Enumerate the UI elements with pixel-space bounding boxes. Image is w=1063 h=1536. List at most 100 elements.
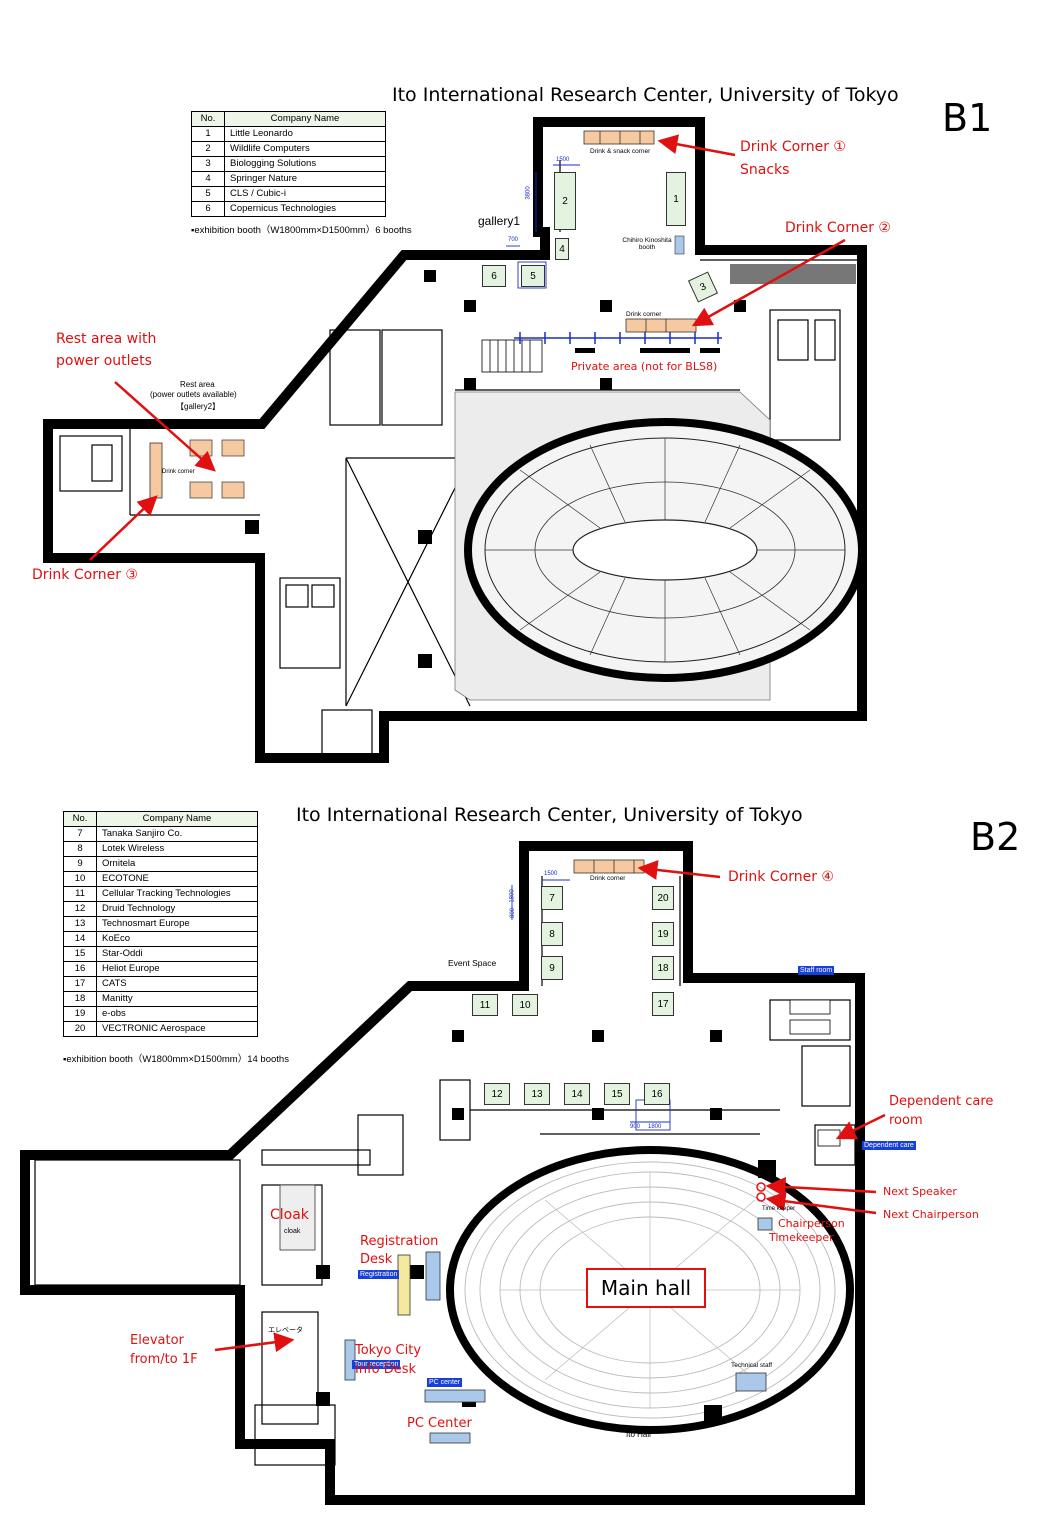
- row-name: Lotek Wireless: [96, 841, 258, 857]
- b2-inner-walls: [34, 876, 856, 1466]
- arrow-next-speaker: [765, 1176, 877, 1197]
- row-name: Heliot Europe: [96, 961, 258, 977]
- b1-private-barrier: [514, 332, 722, 344]
- b2-dim-900: 900: [630, 1124, 641, 1130]
- b2-annot-drink4: Drink Corner ④: [728, 869, 834, 885]
- booth-10: 10: [512, 994, 538, 1016]
- booth-20: 20: [652, 886, 674, 910]
- b2-dim-800: 800: [510, 907, 517, 919]
- booth-16: 16: [644, 1083, 670, 1105]
- booth-14: 14: [564, 1083, 590, 1105]
- row-name: Tanaka Sanjiro Co.: [96, 826, 258, 842]
- b1-title: Ito International Research Center, Unive…: [392, 84, 899, 106]
- b2-pc-center-tag: PC center: [427, 1378, 463, 1387]
- booth-5: 5: [521, 265, 545, 287]
- arrow-next-chair: [765, 1191, 877, 1215]
- b2-cloak-small-label: cloak: [284, 1228, 301, 1235]
- row-no: 5: [191, 186, 225, 202]
- b1-pillars: [245, 270, 746, 668]
- b1-annot-drink3: Drink Corner ③: [32, 567, 138, 583]
- b2-event-space-label: Event Space: [448, 958, 497, 968]
- b1-rest-tables: [189, 439, 245, 499]
- arrow-rest: [114, 381, 216, 472]
- b2-time-keeper-label: Time keeper: [762, 1206, 796, 1212]
- row-no: 6: [191, 201, 225, 217]
- row-name: Manitty: [96, 991, 258, 1007]
- b2-annot-cloak: Cloak: [270, 1207, 309, 1223]
- row-no: 1: [191, 126, 225, 142]
- b1-counters: [149, 130, 697, 499]
- b2-dim-1800: 1800: [509, 889, 516, 903]
- b1-annot-snacks: Snacks: [740, 162, 790, 178]
- b1-annot-rest1: Rest area with: [56, 331, 157, 347]
- arrow-drink2: [691, 238, 846, 327]
- b2-annot-tokyo2: Info Desk: [355, 1362, 417, 1377]
- row-no: 2: [191, 141, 225, 157]
- row-no: 15: [63, 946, 97, 962]
- row-name: Wildlife Computers: [224, 141, 386, 157]
- b1-outline: [43, 117, 867, 763]
- booth-4: 4: [555, 238, 569, 260]
- row-name: CATS: [96, 976, 258, 992]
- row-name: Springer Nature: [224, 171, 386, 187]
- row-no: 19: [63, 1006, 97, 1022]
- arrow-drink3: [89, 495, 158, 561]
- row-name: KoEco: [96, 931, 258, 947]
- row-name: Cellular Tracking Technologies: [96, 886, 258, 902]
- b1-rest-power-label: (power outlets available): [150, 390, 237, 399]
- b2-annot-next-speaker: Next Speaker: [883, 1185, 957, 1198]
- b1-private-tables: [575, 348, 720, 353]
- row-no: 8: [63, 841, 97, 857]
- b2-dependent-care-tag: Dependent care: [862, 1141, 916, 1150]
- row-no: 10: [63, 871, 97, 887]
- row-name: Star-Oddi: [96, 946, 258, 962]
- b2-col-no: No.: [63, 811, 97, 827]
- row-name: Copernicus Technologies: [224, 201, 386, 217]
- row-no: 20: [63, 1021, 97, 1037]
- b1-annot-rest2: power outlets: [56, 353, 152, 369]
- arrow-drink4: [637, 860, 721, 880]
- b2-floor-label: B2: [970, 815, 1021, 859]
- b2-ito-hall-label: Ito Hall: [626, 1430, 651, 1439]
- b2-annot-dep-care1: Dependent care: [889, 1094, 994, 1109]
- b2-registration-tag: Registration: [358, 1270, 400, 1279]
- b2-annot-elev1: Elevator: [130, 1333, 184, 1348]
- row-name: ECOTONE: [96, 871, 258, 887]
- row-name: VECTRONIC Aerospace: [96, 1021, 258, 1037]
- row-name: Technosmart Europe: [96, 916, 258, 932]
- booth-1: 1: [666, 172, 686, 226]
- b2-col-name: Company Name: [96, 811, 258, 827]
- row-no: 7: [63, 826, 97, 842]
- b2-annot-chairperson: Chairperson: [778, 1217, 845, 1230]
- b1-gallery1-label: gallery1: [478, 214, 521, 228]
- row-name: CLS / Cubic-i: [224, 186, 386, 202]
- b1-stairs: [481, 339, 543, 373]
- b1-arena: [464, 418, 866, 682]
- b1-annot-private: Private area (not for BLS8): [571, 360, 718, 373]
- booth-11: 11: [472, 994, 498, 1016]
- b2-dim-1800b: 1800: [648, 1124, 662, 1130]
- booth-17: 17: [652, 992, 674, 1016]
- booth-18: 18: [652, 956, 674, 980]
- b2-title: Ito International Research Center, Unive…: [296, 804, 803, 826]
- booth-7: 7: [541, 886, 563, 910]
- b2-elevator-jp-label: エレベータ: [268, 1327, 303, 1334]
- row-no: 16: [63, 961, 97, 977]
- booth-8: 8: [541, 922, 563, 946]
- b1-annot-drink2: Drink Corner ②: [785, 220, 891, 236]
- row-name: Druid Technology: [96, 901, 258, 917]
- booth-2: 2: [554, 172, 576, 230]
